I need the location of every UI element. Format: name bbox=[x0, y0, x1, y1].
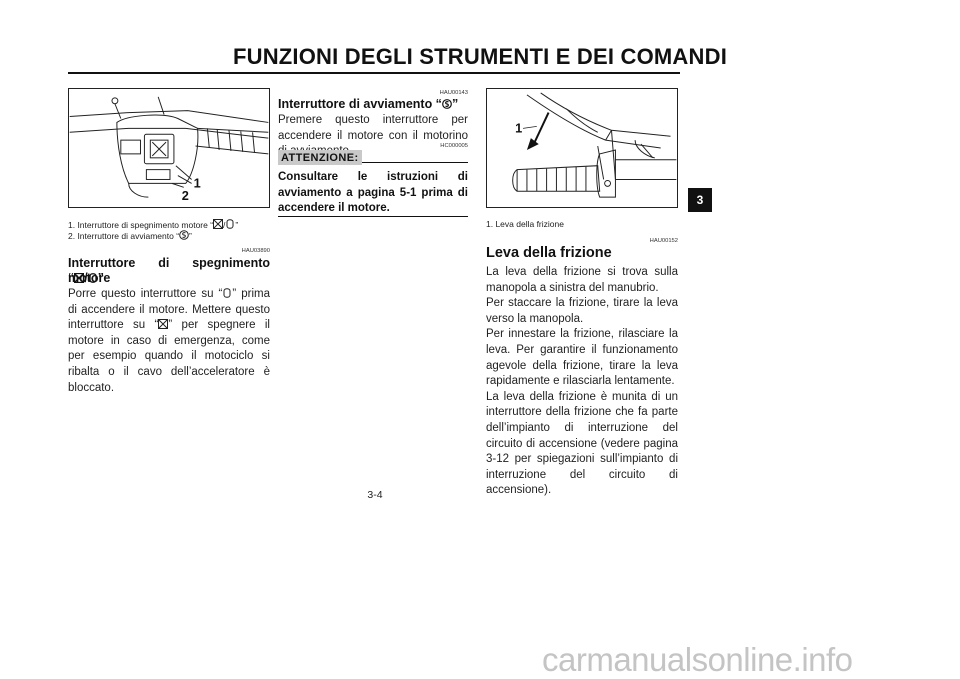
engine-stop-icon bbox=[74, 273, 85, 283]
code-clutch: HAU00152 bbox=[649, 238, 678, 244]
handlebar-switch-figure: 1 2 bbox=[68, 88, 270, 208]
clutch-heading: Leva della frizione bbox=[486, 245, 612, 261]
engine-stop-icon bbox=[158, 319, 169, 330]
starter-icon bbox=[442, 99, 452, 109]
starter-icon bbox=[179, 230, 189, 240]
engine-stop-heading-icons: “/” bbox=[68, 271, 104, 285]
page-number: 3-4 bbox=[367, 489, 383, 501]
caption-line-1: 1. Interruttore di spegnimento motore “/… bbox=[68, 219, 239, 230]
clutch-lever-figure: 1 bbox=[486, 88, 678, 208]
watermark: carmanualsonline.info bbox=[542, 641, 853, 678]
clutch-lever-illustration: 1 bbox=[512, 92, 677, 198]
code-caution: HC000005 bbox=[440, 143, 468, 149]
engine-run-icon bbox=[88, 273, 98, 283]
starter-heading: Interruttore di avviamento “” bbox=[278, 97, 459, 111]
clutch-caption: 1. Leva della frizione bbox=[486, 219, 564, 229]
engine-stop-icon bbox=[213, 219, 224, 229]
callout-1: 1 bbox=[515, 120, 522, 135]
caution-body: Consultare le istruzioni di avviamento a… bbox=[278, 171, 468, 215]
engine-run-icon bbox=[222, 288, 232, 298]
engine-stop-body: Porre questo interruttore su “” prima di… bbox=[68, 288, 270, 394]
code-starter: HAU00143 bbox=[439, 90, 468, 96]
handlebar-switch-illustration: 1 2 bbox=[69, 96, 269, 203]
caution-rule-bottom bbox=[278, 216, 468, 217]
code-engine-stop: HAU03890 bbox=[241, 248, 270, 254]
engine-run-icon bbox=[225, 219, 235, 229]
header-rule bbox=[68, 72, 680, 74]
callout-1: 1 bbox=[194, 175, 201, 190]
page-title: FUNZIONI DEGLI STRUMENTI E DEI COMANDI bbox=[232, 44, 728, 69]
callout-2: 2 bbox=[182, 188, 189, 203]
chapter-tab: 3 bbox=[688, 188, 712, 212]
caption-line-2: 2. Interruttore di avviamento “” bbox=[68, 230, 192, 241]
caution-rule-top bbox=[362, 162, 468, 163]
clutch-body: La leva della frizione si trova sulla ma… bbox=[486, 266, 678, 497]
caution-label: ATTENZIONE: bbox=[278, 150, 362, 165]
